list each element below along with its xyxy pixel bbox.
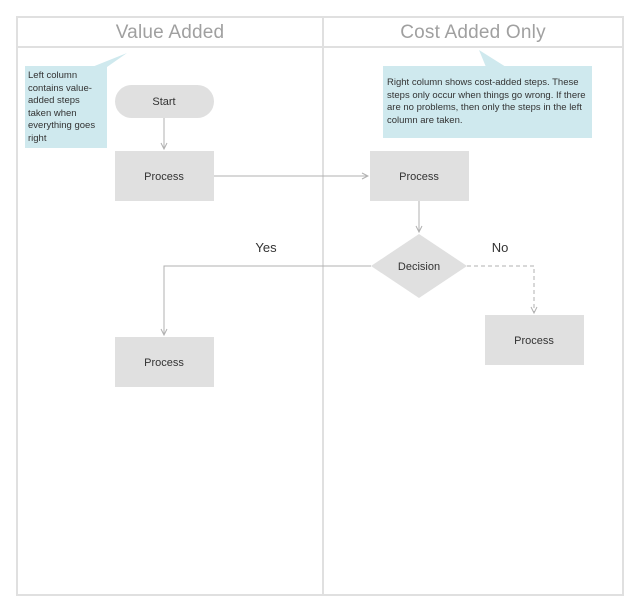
lane-cost-added-only: Cost Added Only [322, 18, 622, 594]
process-node-left-top-label: Process [144, 171, 184, 183]
process-node-right-top[interactable] [370, 151, 469, 201]
decision-node[interactable] [371, 234, 467, 298]
note-right: Right column shows cost-added steps. The… [383, 66, 592, 138]
lane-value-added: Value Added [18, 18, 322, 594]
note-right-tail [479, 50, 506, 67]
note-left: Left column contains value-added steps t… [25, 66, 107, 148]
process-node-left-bottom-label: Process [144, 357, 184, 369]
process-node-right-top-label: Process [399, 171, 439, 183]
connector-decision-yes [164, 265, 371, 335]
process-node-right-bottom-label: Process [514, 335, 554, 347]
start-node[interactable] [115, 85, 214, 118]
process-node-left-bottom[interactable] [115, 337, 214, 387]
swimlane-frame: Value Added Cost Added Only [16, 16, 624, 596]
process-node-right-bottom[interactable] [485, 315, 584, 365]
edge-label-yes: Yes [255, 240, 277, 255]
decision-node-label: Decision [398, 261, 440, 273]
start-node-label: Start [152, 96, 175, 108]
edge-label-no: No [492, 240, 509, 255]
connector-decision-no [467, 265, 534, 313]
lane-title-value-added: Value Added [18, 18, 322, 48]
process-node-left-top[interactable] [115, 151, 214, 201]
lane-title-cost-added-only: Cost Added Only [324, 18, 622, 48]
note-left-tail [92, 53, 127, 67]
